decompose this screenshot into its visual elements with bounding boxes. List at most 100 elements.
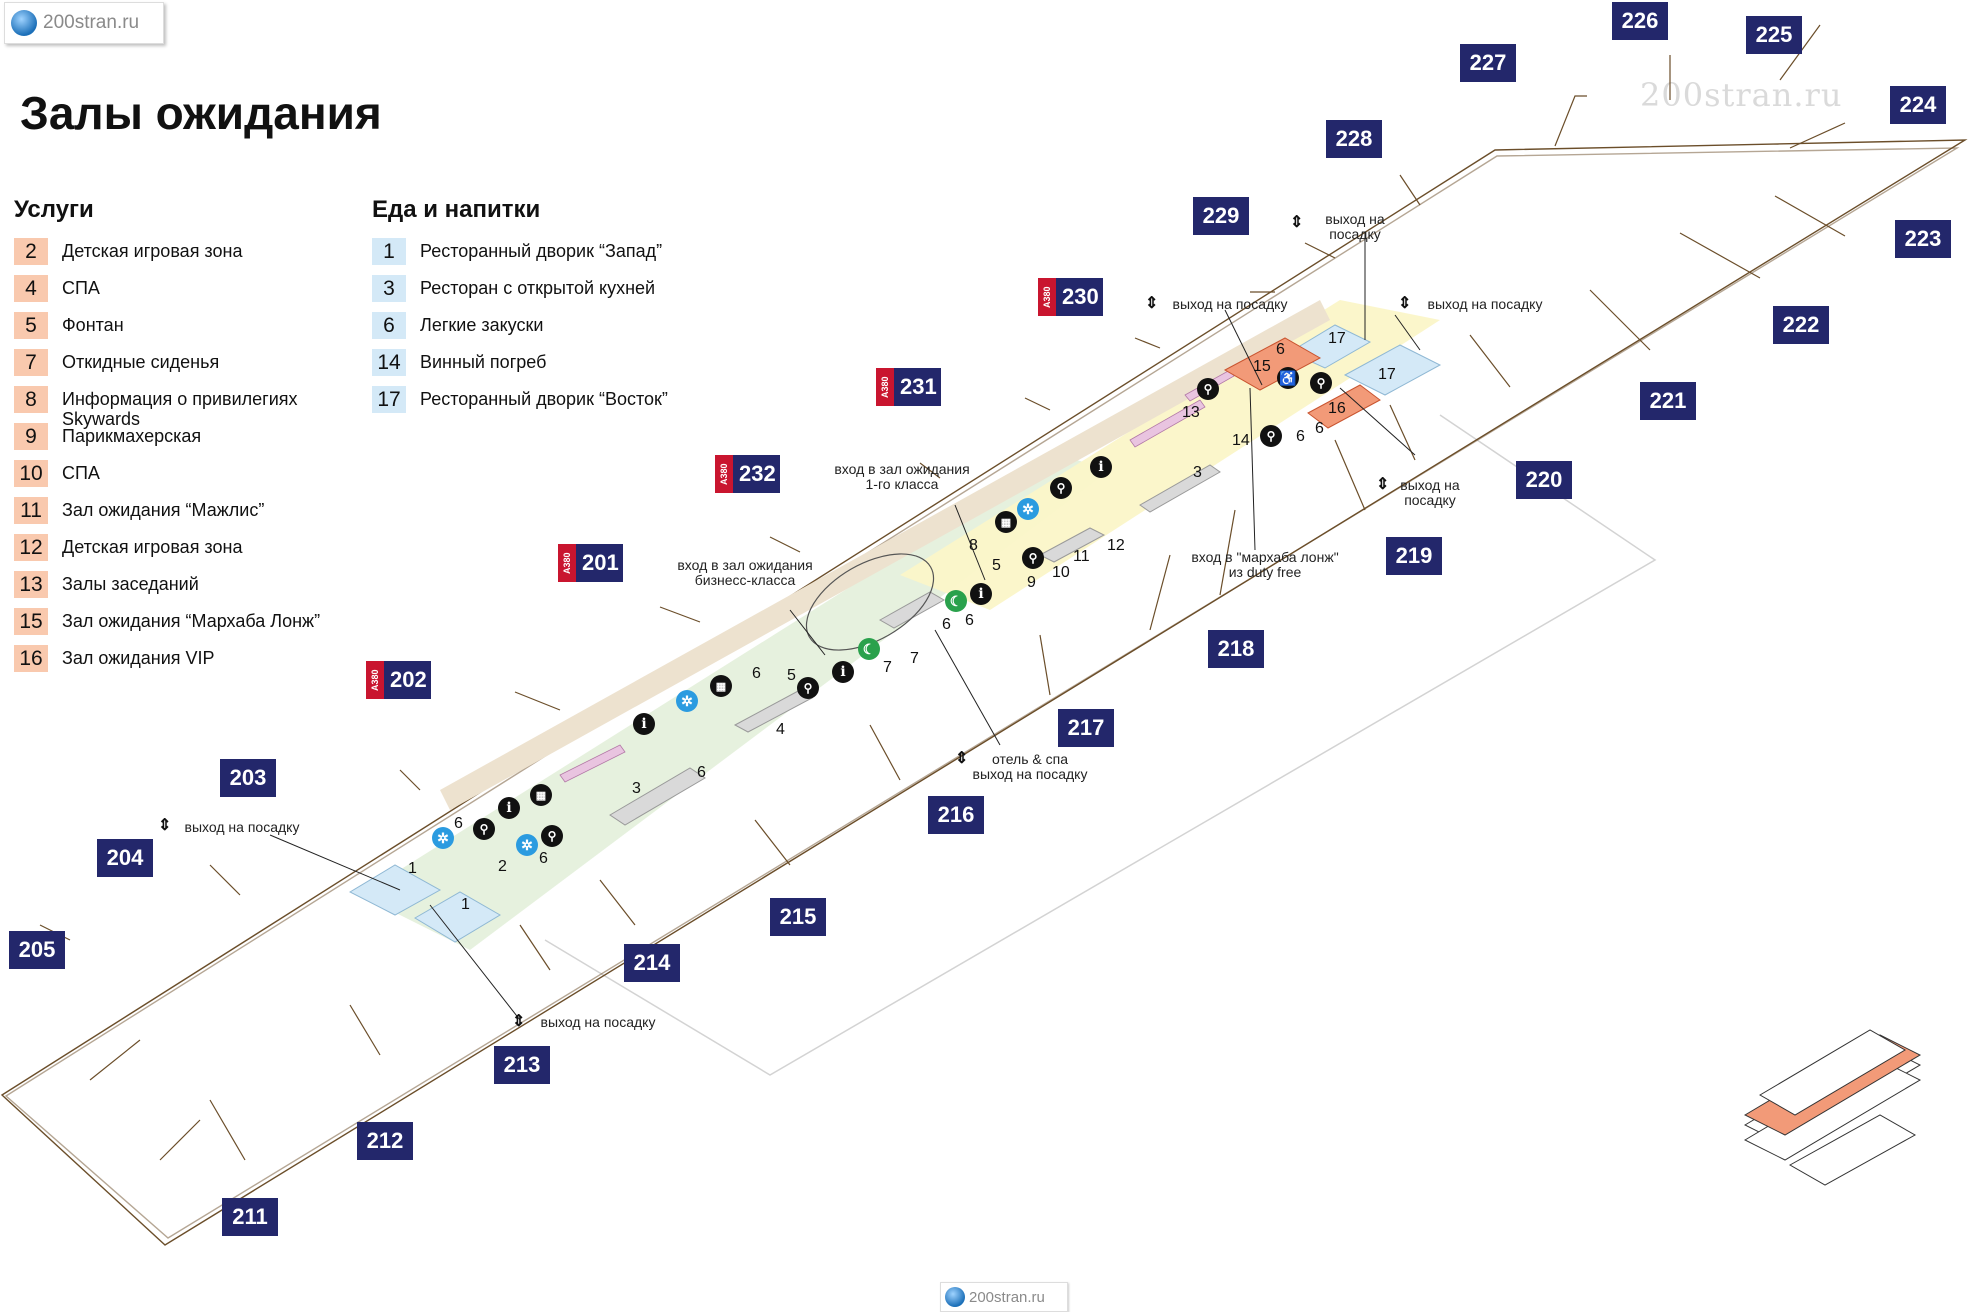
gate-number: 218 (1217, 636, 1255, 661)
gate-number: 221 (1649, 388, 1687, 413)
gate-number: 226 (1621, 8, 1659, 33)
site-badge[interactable]: 200stran.ru (4, 2, 164, 44)
food-legend-label: Винный погреб (420, 352, 547, 372)
services-legend-label: Фонтан (62, 315, 124, 335)
gate-226[interactable]: 226 (1612, 2, 1668, 40)
map-facility-number: 11 (1073, 548, 1090, 565)
boarding-arrow-icon: ⇕ (1398, 295, 1412, 312)
site-badge-label: 200stran.ru (43, 12, 140, 33)
map-facility-number: 4 (776, 721, 785, 738)
food-heading: Еда и напитки (372, 196, 541, 223)
gate-214[interactable]: 214 (624, 944, 680, 982)
services-legend-label: Зал ожидания “Мархаба Лонж” (62, 611, 321, 631)
map-facility-number: 5 (787, 667, 796, 684)
gate-224[interactable]: 224 (1890, 86, 1946, 124)
gate-225[interactable]: 225 (1746, 16, 1802, 54)
services-heading: Услуги (14, 196, 94, 223)
map-facility-number: 17 (1328, 330, 1346, 347)
prayer-room-icon: ☾ (945, 590, 967, 612)
map-facility-number: 7 (910, 650, 919, 667)
services-legend-label: Зал ожидания VIP (62, 648, 215, 668)
map-facility-number: 1 (461, 896, 470, 913)
restroom-icon: ⚲ (1022, 547, 1044, 569)
gate-228[interactable]: 228 (1326, 120, 1382, 158)
level-inset-icon (1743, 1029, 1922, 1186)
map-facility-number: 9 (1027, 574, 1036, 591)
gate-number: 232 (739, 461, 776, 486)
gate-number: 230 (1062, 284, 1099, 309)
gate-212[interactable]: 212 (357, 1122, 413, 1160)
a380-tag: A380 (558, 544, 576, 582)
info-icon[interactable]: i (832, 661, 854, 683)
gate-204[interactable]: 204 (97, 839, 153, 877)
gate-219[interactable]: 219 (1386, 537, 1442, 575)
a380-tag: A380 (1038, 278, 1056, 316)
leader-lines (269, 232, 1421, 1021)
gate-215[interactable]: 215 (770, 898, 826, 936)
services-legend-number: 5 (14, 312, 48, 339)
a380-tag: A380 (715, 455, 733, 493)
map-facility-number: 10 (1052, 564, 1070, 581)
accessibility-icon: ♿ (1277, 367, 1299, 389)
gate-229[interactable]: 229 (1193, 197, 1249, 235)
gate-230[interactable]: A380 230 (1038, 278, 1103, 316)
gate-223[interactable]: 223 (1895, 220, 1951, 258)
map-facility-number: 6 (1315, 420, 1324, 437)
info-icon[interactable]: i (633, 713, 655, 735)
info-icon[interactable]: i (970, 583, 992, 605)
food-legend-label: Легкие закуски (420, 315, 544, 335)
building-blocks (609, 464, 1221, 826)
food-legend-label: Ресторанный дворик “Запад” (420, 241, 663, 261)
gate-232[interactable]: A380 232 (715, 455, 780, 493)
gate-216[interactable]: 216 (928, 796, 984, 834)
services-legend-number: 8 (14, 386, 48, 413)
info-icon[interactable]: i (1090, 456, 1112, 478)
gate-220[interactable]: 220 (1516, 461, 1572, 499)
boarding-arrow-icon: ⇕ (955, 750, 969, 767)
gate-201[interactable]: A380 201 (558, 544, 623, 582)
services-legend-number: 9 (14, 423, 48, 450)
map-facility-number: 1 (408, 860, 417, 877)
gate-211[interactable]: 211 (222, 1198, 278, 1236)
food-court-west (348, 864, 501, 943)
gate-number: 220 (1525, 467, 1563, 492)
map-facility-number: 6 (752, 665, 761, 682)
gate-number: 211 (232, 1204, 268, 1229)
note-boarding-230: выход на посадку (1172, 296, 1288, 312)
gate-205[interactable]: 205 (9, 931, 65, 969)
map-facility-number: 17 (1378, 366, 1396, 383)
gate-number: 216 (937, 802, 975, 827)
gate-222[interactable]: 222 (1773, 306, 1829, 344)
note-boarding-222: выход на посадку (1427, 296, 1543, 312)
gate-221[interactable]: 221 (1640, 382, 1696, 420)
info-icon[interactable]: i (498, 797, 520, 819)
gate-227[interactable]: 227 (1460, 44, 1516, 82)
gate-number: 202 (390, 667, 427, 692)
gate-213[interactable]: 213 (494, 1046, 550, 1084)
food-legend-number: 14 (372, 349, 406, 376)
map-facility-number: 13 (1182, 404, 1200, 421)
gate-217[interactable]: 217 (1058, 709, 1114, 747)
restroom-icon: ⚲ (1260, 425, 1282, 447)
boarding-arrow-icon: ⇕ (512, 1013, 526, 1030)
fountain-icon: ✲ (676, 690, 698, 712)
gate-203[interactable]: 203 (220, 759, 276, 797)
prayer-room-icon: ☾ (858, 638, 880, 660)
services-legend-label: Детская игровая зона (62, 537, 243, 557)
gate-number: 201 (582, 550, 619, 575)
watermark: 200stran.ru (1640, 76, 1843, 114)
concourse-outline (0, 139, 1968, 1246)
restroom-icon: ⚲ (473, 818, 495, 840)
footer-site-badge[interactable]: 200stran.ru (940, 1282, 1068, 1312)
gate-218[interactable]: 218 (1208, 630, 1264, 668)
boarding-arrow-icon: ⇕ (158, 817, 172, 834)
